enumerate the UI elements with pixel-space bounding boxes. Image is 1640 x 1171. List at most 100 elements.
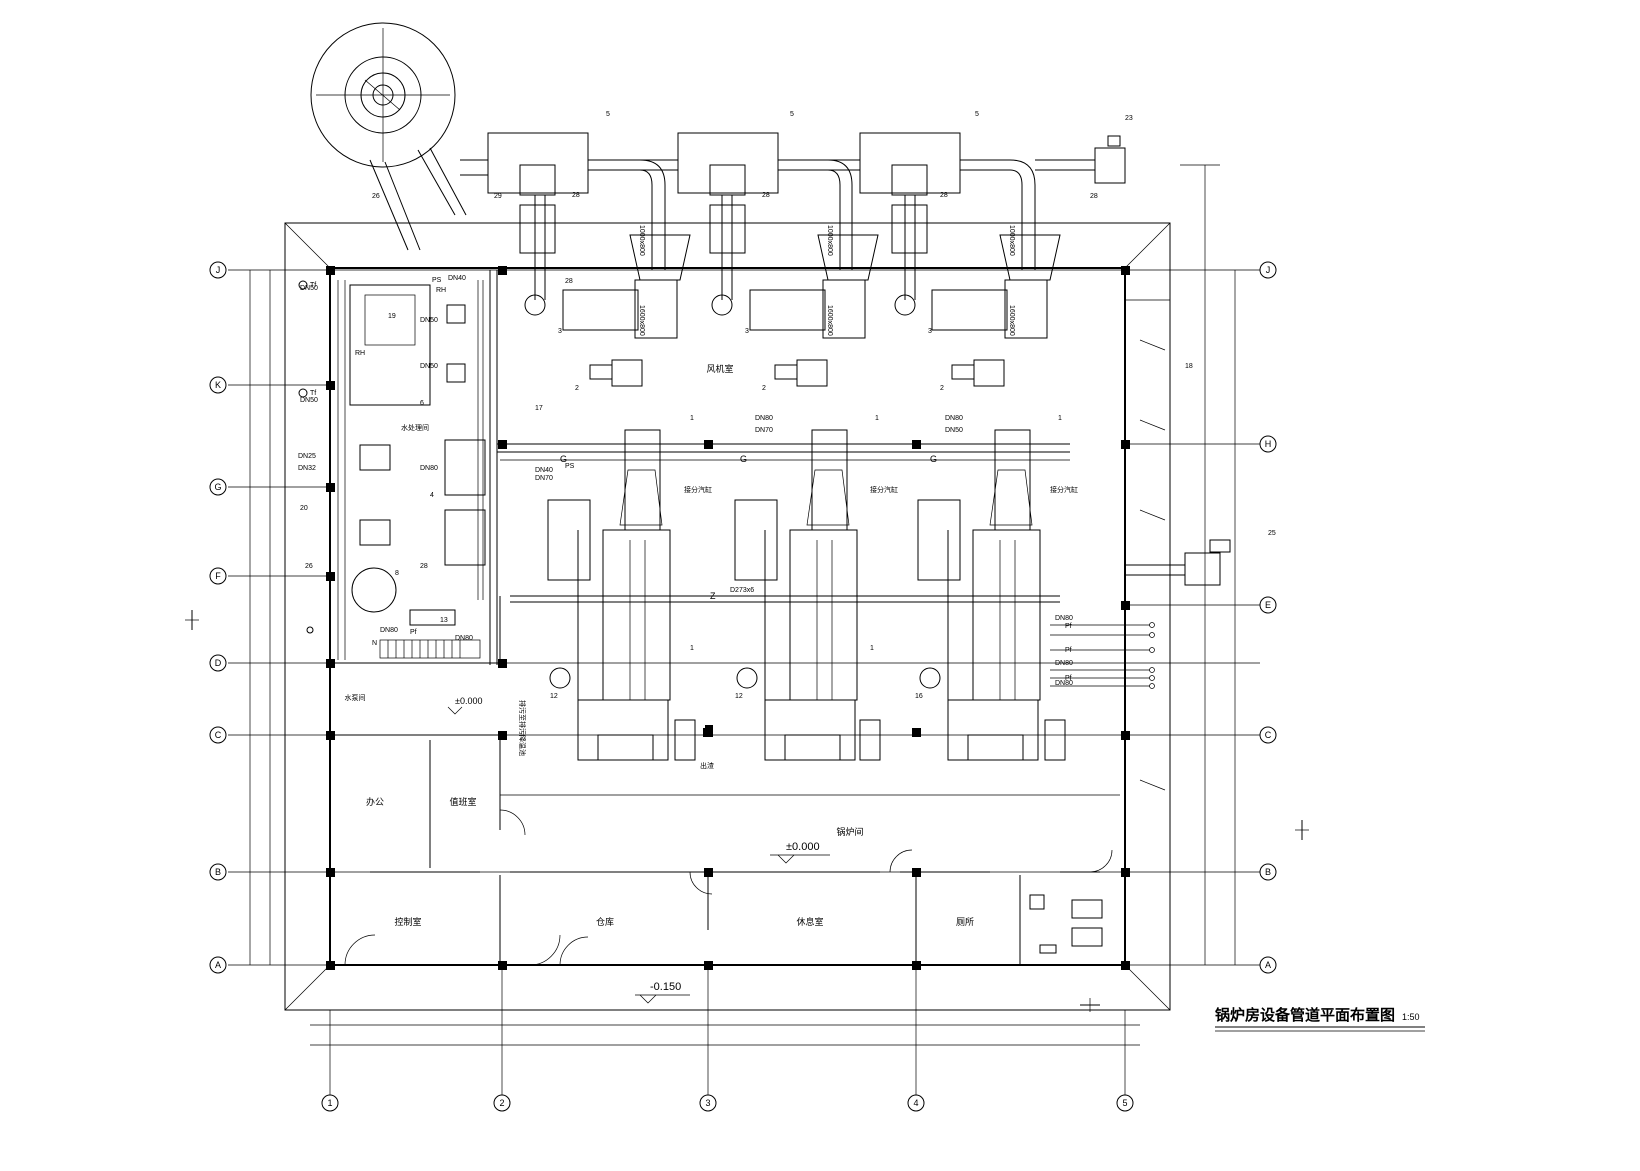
duct-label-b2: 1600x800 [826,305,833,336]
note-steam-1: 接分汽缸 [684,485,712,494]
axis-H-right: H [1265,439,1272,449]
room-labels: 风机室 锅炉间 办公 值班室 控制室 仓库 休息室 厕所 水处理间 水泵间 [345,363,975,927]
pipe-labels: DN40 DN50 DN50 DN80 DN40 DN70 DN80 DN70 … [298,225,1073,687]
axis-1: 1 [327,1098,332,1108]
tag-29-a: 29 [494,193,502,200]
label-office: 办公 [366,796,384,807]
tag-16: 18 [1185,363,1193,370]
drawing-title: 锅炉房设备管道平面布置图 [1215,1006,1395,1024]
code-G-2: G [930,454,937,464]
pipe-label-dn80-b: DN80 [755,415,773,422]
tag-17: 19 [388,313,396,320]
tag-14: 16 [915,693,923,700]
tag-13: 13 [440,617,448,624]
pipe-label-dn80-h: DN80 [455,635,473,642]
code-G-3: G [560,454,567,464]
axis-J-right: J [1266,265,1271,275]
elevation-floor: ±0.000 [786,841,820,853]
tag-12-b: 12 [735,693,743,700]
pipe-label-dn80-e: DN80 [1055,660,1073,667]
elevation-marks: ±0.000 ±0.000 -0.150 [447,696,830,1004]
dimension-lines [249,164,1236,965]
tag-25-a: 26 [372,193,380,200]
tag-1-c: 1 [1058,415,1062,422]
wc-fixtures [1029,894,1103,954]
axis-5: 5 [1122,1098,1127,1108]
axis-B-right: B [1265,867,1271,877]
code-PS-1: PS [565,463,575,470]
label-wc: 厕所 [956,917,974,927]
axis-3: 3 [705,1098,710,1108]
duct-label-a2: 1000x800 [826,225,833,256]
tag-1-d: 1 [690,645,694,652]
blowers [589,359,1005,387]
label-boiler-hall: 锅炉间 [836,826,863,837]
tag-23-b: 28 [762,192,770,199]
tag-4: 4 [430,492,434,499]
boiler-2 [734,429,881,761]
tag-12-a: 12 [550,693,558,700]
tag-6: 6 [420,400,424,407]
row-bubbles-right: J H E C B A [1259,261,1277,974]
tag-2-b: 2 [762,385,766,392]
duct-label-a1: 1000x800 [638,225,645,256]
code-Tf-1: Tf [310,282,316,289]
pipe-label-dn80-c: DN80 [945,415,963,422]
label-lounge: 休息室 [796,916,823,927]
tag-22: 26 [305,563,313,570]
boiler-1 [547,429,713,761]
note-drain: 排污至排污降温池 [518,700,527,756]
code-Pf-2: Pf [1065,647,1072,654]
duct-label-b3: 1600x800 [1008,305,1015,336]
pipe-label-dn50-tf2: DN50 [300,397,318,404]
code-Pf-3: Pf [1065,675,1072,682]
dust-collector-1 [460,132,691,339]
tag-5-c: 5 [975,111,979,118]
axis-J-left: J [216,265,221,275]
note-steam-3: 接分汽缸 [1050,485,1078,494]
pipe-codes: G G G PS PS RH RH Z Pf Pf Pf Pf Tf Tf N [310,277,1072,682]
tag-2-c: 2 [940,385,944,392]
axis-4: 4 [913,1098,918,1108]
drawing-scale: 1:50 [1402,1012,1420,1022]
tag-19: 23 [1125,115,1133,122]
pipe-label-dn80-d: DN80 [1055,615,1073,622]
label-store: 仓库 [596,916,614,927]
pipe-label-dn70: DN70 [535,475,553,482]
pipe-label-dn40-a: DN40 [448,275,466,282]
axis-2: 2 [499,1098,504,1108]
pipe-label-dn70-b: DN70 [755,427,773,434]
tag-5-a: 5 [606,111,610,118]
pipe-label-dn25: DN25 [298,453,316,460]
axis-F-left: F [215,571,221,581]
tag-21: 28 [1090,193,1098,200]
duct-label-b1: 1600x800 [638,305,645,336]
code-Tf-2: Tf [310,390,316,397]
chimney [310,22,467,251]
duct-label-a3: 1000x800 [1008,225,1015,256]
pipe-label-dn32: DN32 [298,465,316,472]
axis-G-left: G [214,482,221,492]
tag-3-b: 3 [745,328,749,335]
pipe-label-dn80-g: DN80 [380,627,398,634]
tag-15: 17 [535,405,543,412]
pipe-label-dn50-a: DN50 [420,317,438,324]
dust-collector-3 [778,132,1126,339]
code-Z: Z [710,591,716,601]
axis-A-left: A [215,960,221,970]
axis-D-left: D [215,658,222,668]
tag-20: 25 [1268,530,1276,537]
interior-walls [330,270,1170,966]
boiler-3 [674,429,1066,761]
pipe-label-main: D273x6 [730,587,754,594]
elevation-stair: ±0.000 [455,696,482,706]
column-axes [310,965,1140,1095]
pipe-label-dn50-b: DN50 [420,363,438,370]
label-water-treatment: 水处理间 [401,423,429,432]
code-G-1: G [740,454,747,464]
tag-2-a: 2 [575,385,579,392]
water-treatment-equipment [298,280,486,660]
pipe-label-dn80-a: DN80 [420,465,438,472]
section-markers [185,610,1309,1012]
